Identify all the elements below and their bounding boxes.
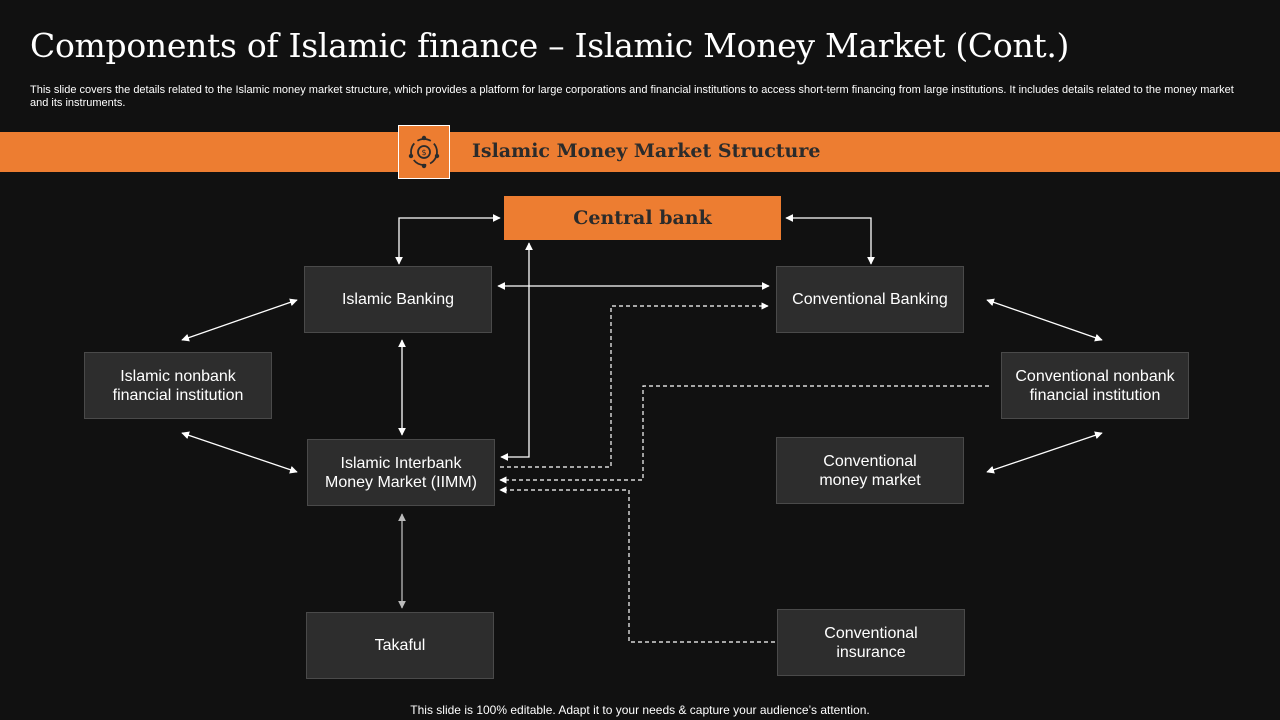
- islamic-nonbank-label: Islamic nonbank financial institution: [112, 367, 244, 404]
- link-dashed-conventional-insurance: [499, 486, 775, 643]
- link-central-conventional-banking: [785, 214, 875, 265]
- islamic-nonbank-box: Islamic nonbank financial institution: [84, 352, 272, 419]
- islamic-banking-box: Islamic Banking: [304, 266, 492, 333]
- iimm-label: Islamic Interbank Money Market (IIMM): [324, 454, 477, 491]
- link-dashed-conventional-nonbank: [499, 385, 989, 484]
- conventional-money-market-box: Conventional money market: [776, 437, 964, 504]
- link-nonbank-money-market: [986, 431, 1103, 474]
- link-nonbank-iimm: [181, 431, 298, 474]
- link-central-iimm: [500, 242, 533, 461]
- svg-text:$: $: [421, 148, 426, 157]
- link-central-islamic-banking: [395, 214, 501, 265]
- page-title: Components of Islamic finance – Islamic …: [30, 26, 1070, 65]
- takaful-label: Takaful: [374, 637, 426, 654]
- conventional-insurance-label: Conventional insurance: [824, 624, 918, 661]
- footer-note: This slide is 100% editable. Adapt it to…: [410, 703, 870, 717]
- central-bank-box: Central bank: [504, 196, 781, 240]
- conventional-nonbank-box: Conventional nonbank financial instituti…: [1001, 352, 1189, 419]
- conventional-banking-label: Conventional Banking: [792, 291, 948, 308]
- conventional-insurance-box: Conventional insurance: [777, 609, 965, 676]
- finance-cycle-icon: $: [398, 125, 450, 179]
- link-dashed-conventional-banking: [500, 302, 769, 468]
- islamic-banking-label: Islamic Banking: [341, 291, 455, 308]
- link-islamic-banking-nonbank: [181, 298, 298, 342]
- conventional-money-market-label: Conventional money market: [819, 452, 921, 489]
- section-title: Islamic Money Market Structure: [472, 140, 821, 162]
- takaful-box: Takaful: [306, 612, 494, 679]
- conventional-banking-box: Conventional Banking: [776, 266, 964, 333]
- link-conventional-banking-nonbank: [986, 298, 1103, 342]
- page-subtitle: This slide covers the details related to…: [30, 84, 1234, 109]
- iimm-box: Islamic Interbank Money Market (IIMM): [307, 439, 495, 506]
- conventional-nonbank-label: Conventional nonbank financial instituti…: [1015, 367, 1175, 404]
- section-band: [0, 132, 1280, 172]
